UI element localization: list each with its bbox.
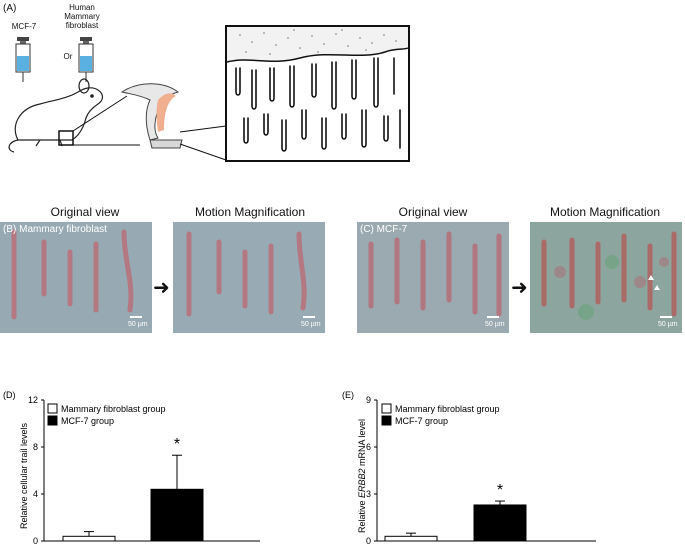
d-bar-2 — [150, 488, 204, 542]
chart-d-panel-label: (D) — [3, 390, 16, 400]
panel-b-label: (B) — [3, 224, 17, 235]
d-bar-1 — [62, 535, 116, 542]
or-label: Or — [63, 52, 73, 61]
e-significance-mark: * — [497, 482, 503, 499]
d-significance-mark: * — [174, 436, 180, 453]
chart-e-ylabel-suffix: mRNA level — [357, 419, 367, 469]
scale-bar — [130, 316, 142, 318]
scale-bar — [660, 316, 672, 318]
d-legend-swatch-1 — [47, 403, 58, 414]
panel-c-magnified-image: 50 µm — [530, 222, 682, 333]
panel-b-inner-label: Mammary fibroblast — [19, 224, 107, 235]
e-y-tick-label: 9 — [366, 395, 371, 405]
e-bar-1 — [384, 535, 438, 542]
syringe-left-icon — [15, 37, 31, 82]
e-y-tick-label: 3 — [366, 489, 371, 499]
chart-d-ylabel: Relative cellular trail levels — [19, 422, 29, 529]
d-y-tick-label: 0 — [33, 536, 38, 546]
mouse-icon — [8, 78, 104, 153]
scale-bar — [487, 316, 499, 318]
d-y-tick-label: 12 — [28, 395, 38, 405]
chart-e-ylabel-prefix: Relative — [357, 498, 367, 533]
panel-c-inner-label: MCF-7 — [376, 224, 408, 235]
fat-pad-icon — [120, 83, 183, 149]
d-legend-swatch-2 — [47, 415, 58, 426]
syringe-right-label: Human Mammary fibroblast — [64, 3, 100, 30]
d-y-tick-label: 8 — [33, 442, 38, 452]
panel-a-illustration — [8, 25, 410, 162]
scale-label: 50 µm — [658, 321, 678, 328]
chart-e: (E) Relative ERBB2 mRNA level 0 3 6 9 * Mam… — [342, 390, 596, 546]
panel-b-original-image: (B) Mammary fibroblast 50 µm — [0, 222, 152, 333]
panel-b-original-title: Original view — [50, 205, 120, 219]
panel-c-original-image: (C) MCF-7 50 µm — [357, 222, 509, 333]
d-legend-label-1: Mammary fibroblast group — [61, 404, 166, 414]
arrow-right-icon: ➜ — [511, 277, 528, 299]
tissue-zoom-icon — [225, 25, 410, 162]
scale-label: 50 µm — [485, 321, 505, 328]
chart-e-ylabel: Relative ERBB2 mRNA level — [357, 419, 367, 533]
panel-a-label: (A) — [3, 3, 17, 14]
d-y-tick-label: 4 — [33, 489, 38, 499]
e-bar-2 — [473, 504, 527, 542]
d-legend-label-2: MCF-7 group — [61, 416, 114, 426]
syringe-right-icon — [78, 37, 94, 82]
e-legend-label-1: Mammary fibroblast group — [395, 404, 500, 414]
e-legend-swatch-2 — [381, 415, 392, 426]
scale-bar — [303, 316, 315, 318]
scale-label: 50 µm — [301, 321, 321, 328]
panel-c-label: (C) — [360, 224, 374, 235]
e-y-tick-label: 0 — [366, 536, 371, 546]
scale-label: 50 µm — [128, 321, 148, 328]
chart-e-ylabel-gene: ERBB2 — [357, 468, 367, 498]
panel-b-magnified-image: 50 µm — [173, 222, 325, 333]
e-legend-swatch-1 — [381, 403, 392, 414]
mouse-zoom-box — [58, 130, 74, 146]
panel-c-magnified-title: Motion Magnification — [549, 205, 661, 219]
panel-c-original-title: Original view — [398, 205, 468, 219]
chart-e-panel-label: (E) — [342, 390, 354, 400]
e-legend-label-2: MCF-7 group — [395, 416, 448, 426]
chart-d: (D) Relative cellular trail levels 0 4 8 12… — [3, 390, 260, 546]
syringe-left-label: MCF-7 — [11, 22, 37, 31]
panel-b-magnified-title: Motion Magnification — [194, 205, 306, 219]
arrow-right-icon: ➜ — [153, 277, 170, 299]
e-y-tick-label: 6 — [366, 442, 371, 452]
